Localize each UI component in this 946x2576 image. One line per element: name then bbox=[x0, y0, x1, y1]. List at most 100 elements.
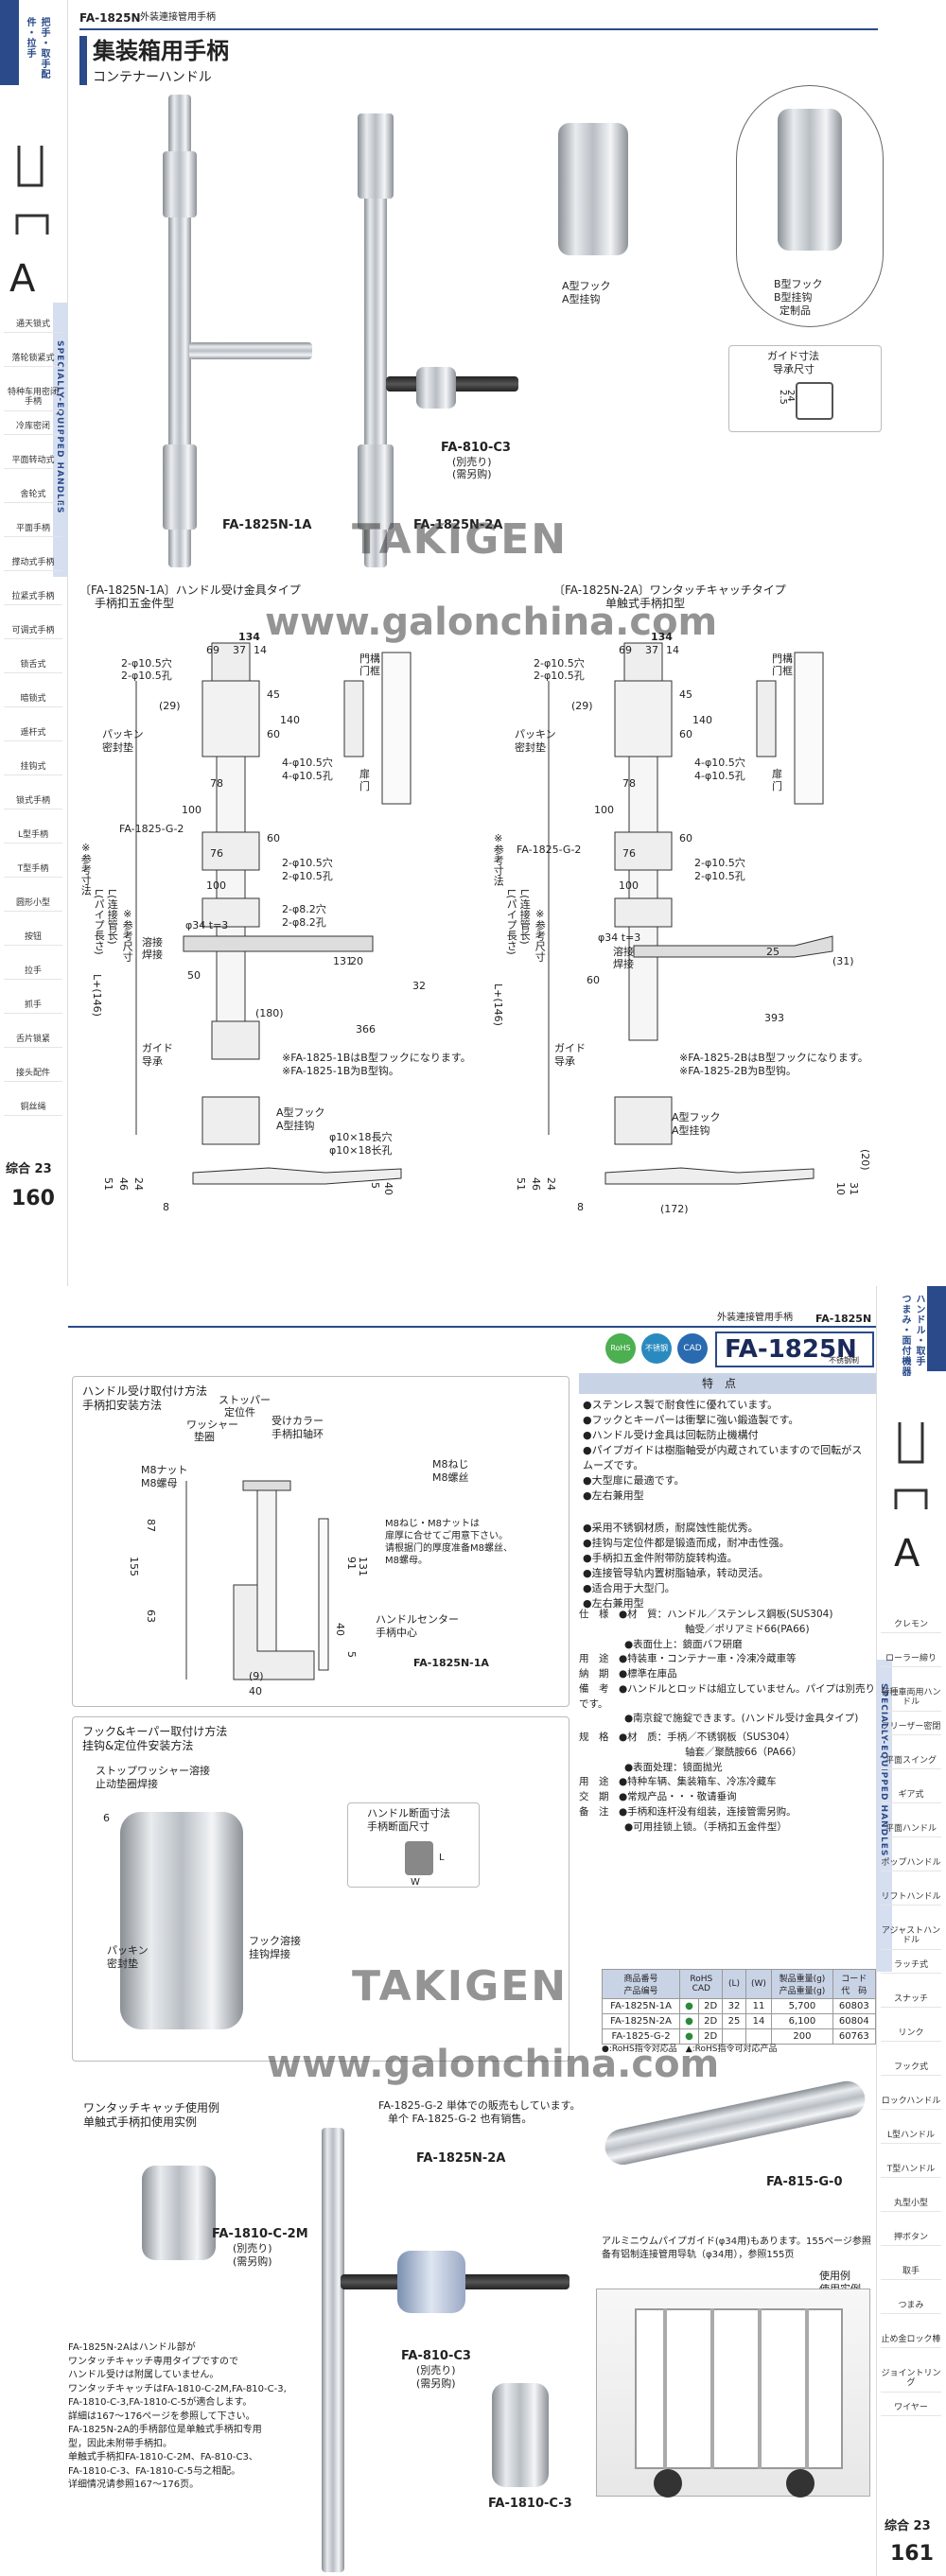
sidebar-item[interactable]: 通天锁式 bbox=[4, 317, 62, 334]
sidebar-item[interactable]: 圆形小型 bbox=[4, 896, 62, 913]
sidebar-item[interactable]: 舌片锁紧 bbox=[4, 1032, 62, 1049]
sidebar-item[interactable]: 平面スイング bbox=[881, 1753, 941, 1770]
dim-78-b: 78 bbox=[622, 777, 636, 790]
sidebar-item[interactable]: T型手柄 bbox=[4, 862, 62, 879]
left-note-line: FA-1825N-2Aはハンドル部が bbox=[68, 2342, 196, 2353]
nut2: M8螺母 bbox=[141, 1477, 178, 1489]
sidebar-item[interactable]: 遥杆式 bbox=[4, 725, 62, 742]
hole4-a: 4-φ10.5孔 bbox=[282, 770, 333, 782]
sidebar-item[interactable]: 铜丝绳 bbox=[4, 1100, 62, 1117]
sidebar-item[interactable]: ジョイントリング bbox=[881, 2366, 941, 2393]
table-header-cell: (L) bbox=[722, 1969, 746, 1999]
sidebar-item[interactable]: ワイヤー bbox=[881, 2400, 941, 2417]
sidebar-item[interactable]: リフトハンドル bbox=[881, 1889, 941, 1906]
left-note-line: 单触式手柄扣FA-1810-C-2M、FA-810-C3、 bbox=[68, 2452, 258, 2463]
sidebar-item[interactable]: 特種車両用ハンドル bbox=[881, 1685, 941, 1712]
sidebar-item[interactable]: 落轮锁紧式 bbox=[4, 351, 62, 368]
spec-cn-v4: ●手柄和连杆没有组装，连接管需另购。 bbox=[619, 1805, 797, 1818]
spec-jp-k4: 備 考 bbox=[579, 1682, 609, 1695]
sidebar-item[interactable]: 舍轮式 bbox=[4, 487, 62, 504]
model-810-usage: FA-810-C3 bbox=[401, 2349, 471, 2363]
table-cell: 5,700 bbox=[771, 1998, 833, 2014]
model-815: FA-815-G-0 bbox=[766, 2175, 843, 2189]
section2-title: 〔FA-1825N-2A〕ワンタッチキャッチタイプ bbox=[553, 583, 786, 597]
sidebar-item[interactable]: 取手 bbox=[881, 2264, 941, 2281]
left-note-line: ワンタッチキャッチはFA-1810-C-2M,FA-810-C-3, bbox=[68, 2383, 287, 2394]
sidebar-item[interactable]: クレモン bbox=[881, 1617, 941, 1634]
watermark-url-2: www.galonchina.com bbox=[267, 2043, 720, 2086]
sidebar-item[interactable]: ギア式 bbox=[881, 1787, 941, 1804]
hook-a-photo bbox=[558, 123, 628, 255]
dim-32-a: 32 bbox=[412, 980, 426, 992]
table-cell: 60803 bbox=[832, 1998, 877, 2014]
door1-b: 扉 bbox=[772, 768, 782, 780]
sidebar-item[interactable]: 押ボタン bbox=[881, 2230, 941, 2247]
dim-100b-a: 100 bbox=[206, 879, 226, 892]
hook-b-frame bbox=[736, 85, 884, 327]
dim-131-a: 131 bbox=[333, 955, 353, 967]
sidebar-item[interactable]: ポップハンドル bbox=[881, 1855, 941, 1872]
sidebar-item[interactable]: 拉手 bbox=[4, 964, 62, 981]
sidebar-item[interactable]: 抓手 bbox=[4, 998, 62, 1015]
sidebar-item[interactable]: 平面ハンドル bbox=[881, 1821, 941, 1838]
spec-jp-v4: ●ハンドルとロッドは組立していません。パイプは別売りです。 bbox=[579, 1682, 876, 1710]
dim-366-a: 366 bbox=[356, 1023, 376, 1036]
dim-29-a: (29) bbox=[159, 700, 181, 712]
hole1-b: 2-φ10.5穴 bbox=[534, 657, 585, 670]
install1-title: ハンドル受け取付け方法 bbox=[82, 1384, 208, 1398]
sidebar-item[interactable]: アジャストハンドル bbox=[881, 1923, 941, 1950]
sidebar-item[interactable]: 锁舌式 bbox=[4, 657, 62, 674]
dim-34-a: φ34 t=3 bbox=[185, 919, 229, 931]
hole9-a: φ10×18長穴 bbox=[329, 1131, 393, 1143]
sidebar-item[interactable]: 冷库密闭 bbox=[4, 419, 62, 436]
sidebar-color-strip-2 bbox=[927, 1286, 946, 1371]
sidebar-item[interactable]: L型ハンドル bbox=[881, 2128, 941, 2145]
sidebar-item[interactable]: 止め金ロック棒 bbox=[881, 2332, 941, 2349]
weld2-a: 焊接 bbox=[142, 949, 163, 961]
sidebar-item[interactable]: ラッチ式 bbox=[881, 1958, 941, 1975]
sidebar-item[interactable]: 平面转动式 bbox=[4, 453, 62, 470]
install-box-1: ハンドル受け取付け方法 手柄扣安装方法 ストッパー 定位件 ワッシャー 垫圈 M… bbox=[72, 1376, 569, 1707]
sidebar-item[interactable]: リンク bbox=[881, 2026, 941, 2043]
model-810-sub2: (需另购) bbox=[416, 2377, 456, 2390]
sidebar-item[interactable]: 丸型小型 bbox=[881, 2196, 941, 2213]
sidebar-item[interactable]: 拉紧式手柄 bbox=[4, 589, 62, 606]
sidebar-item[interactable]: 平面手柄 bbox=[4, 521, 62, 538]
install-box-2: フック&キーパー取付け方法 挂钩&定位件安装方法 ストップワッシャー溶接 止动垫… bbox=[72, 1716, 569, 2062]
label-810-sub1: (別売り) bbox=[452, 456, 492, 468]
upper-hook-1a bbox=[163, 151, 197, 218]
sidebar-item[interactable]: スナッチ bbox=[881, 1992, 941, 2009]
sidebar-vertical-label-2: SPECIALLY-EQUIPPED HANDLES bbox=[879, 1683, 888, 1857]
table-cell: ● bbox=[679, 2013, 699, 2029]
lower-hook-2a bbox=[358, 444, 394, 530]
sidebar-item[interactable]: 锁式手柄 bbox=[4, 793, 62, 810]
sidebar-item[interactable]: 挂钩式 bbox=[4, 759, 62, 776]
sidebar-item[interactable]: ロックハンドル bbox=[881, 2094, 941, 2111]
sidebar-item[interactable]: フリーザー密閉 bbox=[881, 1719, 941, 1736]
material-badge: 不锈钢制 bbox=[829, 1356, 859, 1365]
handle-section-box: ハンドル断面寸法 手柄断面尺寸 W L bbox=[347, 1802, 480, 1888]
note-m8-4: M8螺母。 bbox=[385, 1556, 428, 1566]
table-note: ●:RoHS指令対応品 ▲:RoHS指令可対応产品 bbox=[602, 2045, 778, 2054]
table-cell: FA-1825N-1A bbox=[601, 1998, 681, 2014]
sidebar-item[interactable]: 接头配件 bbox=[4, 1066, 62, 1083]
dim-45-b: 45 bbox=[679, 688, 692, 701]
sidebar-item[interactable]: フック式 bbox=[881, 2060, 941, 2077]
ref1-b: ※参考寸法 bbox=[492, 832, 505, 886]
sidebar-item[interactable]: 按钮 bbox=[4, 930, 62, 947]
sidebar-item[interactable]: ローラー締り bbox=[881, 1651, 941, 1668]
sidebar-item[interactable]: 特种车用密闭手柄 bbox=[4, 385, 62, 411]
sidebar-item[interactable]: つまみ bbox=[881, 2298, 941, 2315]
pipe1-a: L(パイプ長さ) bbox=[93, 889, 106, 955]
table-cell: 25 bbox=[722, 2013, 746, 2029]
sidebar-item[interactable]: 撑动式手柄 bbox=[4, 555, 62, 572]
guide-dim-v2: 24 bbox=[785, 390, 796, 402]
spec-cn-k3: 交 期 bbox=[579, 1791, 609, 1802]
sidebar-item[interactable]: T型ハンドル bbox=[881, 2162, 941, 2179]
feature-item: ●适合用于大型门。 bbox=[583, 1581, 675, 1594]
stainless-icon: 不锈钢 bbox=[641, 1333, 672, 1364]
sidebar-item[interactable]: L型手柄 bbox=[4, 827, 62, 844]
table-cell: FA-1825-G-2 bbox=[601, 2028, 681, 2045]
sidebar-item[interactable]: 暗锁式 bbox=[4, 691, 62, 708]
sidebar-item[interactable]: 可调式手柄 bbox=[4, 623, 62, 640]
